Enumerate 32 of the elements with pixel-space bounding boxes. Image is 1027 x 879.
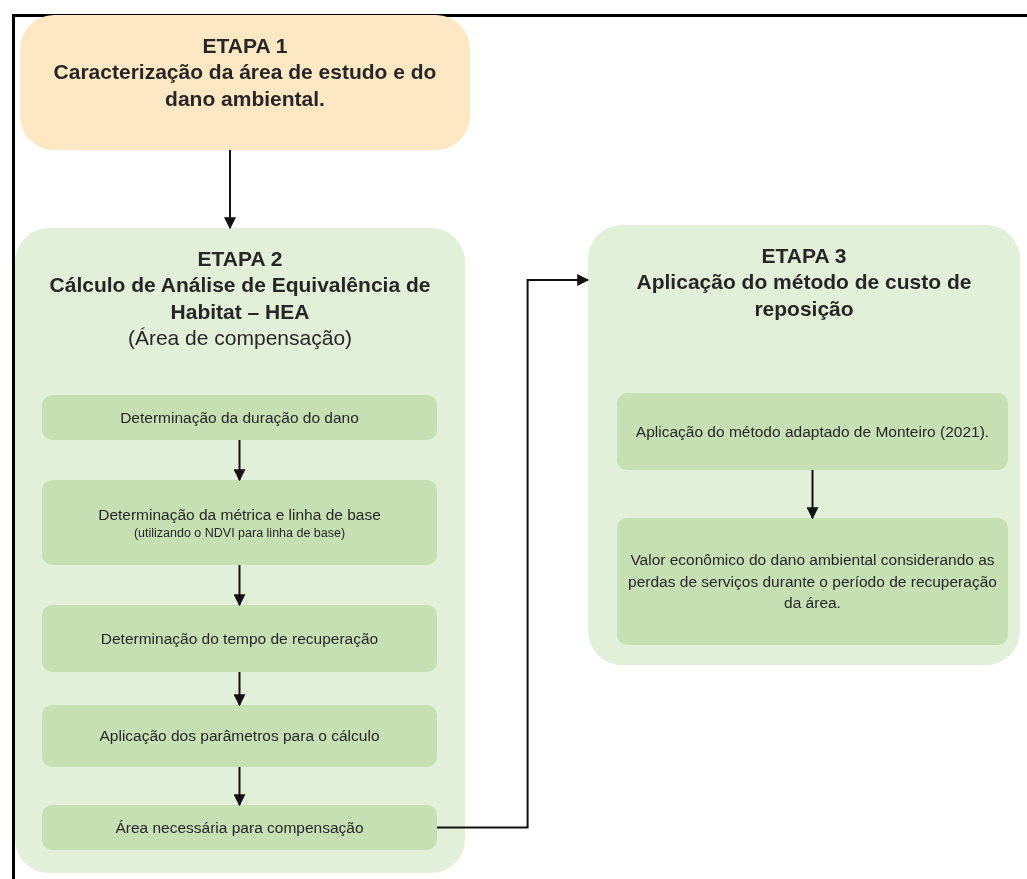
- step-text: Aplicação do método adaptado de Monteiro (2021).: [635, 421, 990, 442]
- step-box: [42, 480, 437, 565]
- arrow: [806, 469, 819, 520]
- arrow: [224, 149, 236, 230]
- step-text: Determinação da métrica e linha de base: [98, 504, 381, 525]
- arrow: [233, 564, 246, 607]
- step-text: Área necessária para compensação: [115, 817, 364, 838]
- arrow: [233, 766, 246, 807]
- step-note: (utilizando o NDVI para linha de base): [133, 525, 346, 542]
- stage-box: [588, 225, 1020, 665]
- stage-number: ETAPA 2: [197, 246, 283, 272]
- stage-title: Caracterização da área de estudo e do dano ambiental.: [52, 59, 438, 112]
- stage-box: [20, 15, 470, 150]
- arrow: [233, 671, 246, 707]
- step-box: [617, 518, 1008, 645]
- arrow: [436, 274, 590, 829]
- step-text: Valor econômico do dano ambiental considerando as perdas de serviços durante o período de recuperação da área.: [627, 549, 998, 614]
- stage-subtitle: (Área de compensação): [127, 324, 353, 351]
- step-text: Determinação do tempo de recuperação: [100, 628, 379, 649]
- step-text: Aplicação dos parâmetros para o cálculo: [99, 726, 380, 747]
- stage-number: ETAPA 3: [761, 243, 847, 269]
- step-box: [617, 393, 1008, 470]
- step-box: [42, 805, 437, 850]
- arrow: [233, 439, 246, 482]
- step-box: [42, 605, 437, 672]
- step-box: [42, 395, 437, 440]
- step-text: Determinação da duração do dano: [120, 407, 359, 428]
- stage-number: ETAPA 1: [202, 33, 288, 59]
- step-box: [42, 705, 437, 767]
- stage-box: [15, 228, 465, 873]
- stage-title: Aplicação do método de custo de reposição: [635, 269, 973, 322]
- stage-title: Cálculo de Análise de Equivalência de Habitat – HEA: [48, 272, 432, 325]
